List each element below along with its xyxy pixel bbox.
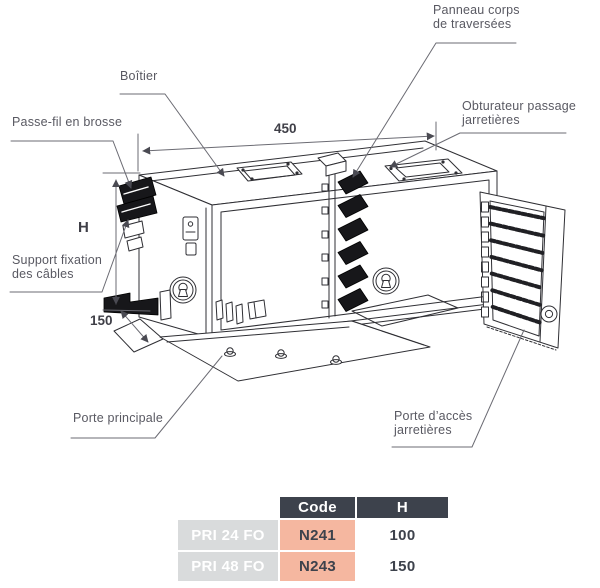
leader-support-fixation	[9, 219, 130, 293]
dimension-450	[137, 121, 437, 172]
leader-porte-principale	[70, 355, 223, 439]
jumper-access-door	[479, 191, 566, 351]
leader-obturateur	[389, 132, 567, 168]
table-cell-h-2: 150	[357, 552, 448, 581]
table-cell-model-2: PRI 48 FO	[178, 552, 278, 581]
table-cell-code-2: N243	[280, 552, 355, 581]
table-cell-code-1: N241	[280, 520, 355, 550]
table-cell-model-1: PRI 24 FO	[178, 520, 278, 550]
leader-boitier	[119, 93, 225, 177]
top-plates	[236, 158, 463, 182]
label-support-fixation: Support fixation des câbles	[12, 253, 103, 281]
bottom-notch	[103, 289, 172, 321]
brush-gland	[116, 176, 158, 223]
label-passe-fil: Passe-fil en brosse	[12, 115, 123, 129]
table-header-h: H	[357, 497, 448, 518]
floor-brackets	[215, 299, 267, 325]
leader-panneau-corps	[352, 42, 517, 178]
floor-mat	[351, 294, 459, 327]
label-boitier: Boîtier	[120, 69, 158, 83]
leader-lines	[9, 42, 567, 448]
main-door	[113, 318, 431, 382]
table-header-code: Code	[280, 497, 355, 518]
label-porte-acces: Porte d’accès jarretières	[394, 409, 473, 437]
table-cell-h-1: 100	[357, 520, 448, 550]
leader-passe-fil	[10, 140, 133, 189]
dimension-depth-text: 150	[90, 313, 113, 328]
dimension-width-text: 450	[274, 121, 297, 136]
latch	[182, 216, 199, 256]
product-table: Code H PRI 24 FO N241 100 PRI 48 FO N243…	[178, 497, 448, 581]
technical-drawing	[9, 42, 567, 448]
dimension-height-text: H	[78, 219, 89, 236]
keyhole-mounts	[169, 267, 400, 304]
table-header-empty	[178, 497, 278, 518]
dimension-150	[120, 310, 149, 343]
label-obturateur: Obturateur passage jarretières	[462, 99, 577, 127]
label-panneau-corps: Panneau corps de traversées	[433, 3, 520, 31]
leader-porte-acces	[391, 329, 525, 448]
label-porte-principale: Porte principale	[73, 411, 164, 425]
